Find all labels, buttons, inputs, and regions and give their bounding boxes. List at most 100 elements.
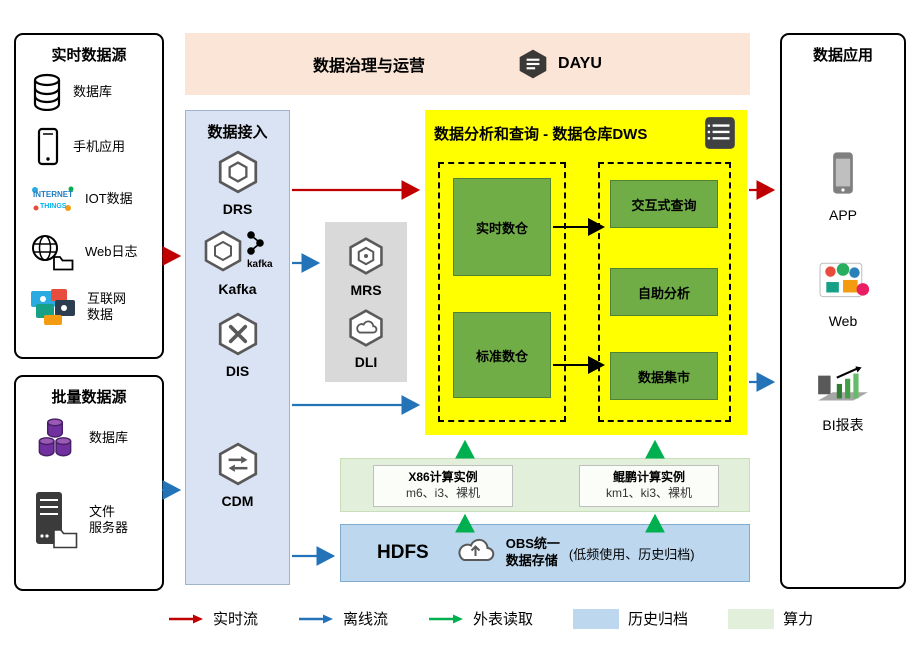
storage-panel: HDFS OBS统一 数据存储 (低频使用、历史归档) (340, 524, 750, 582)
source-label: IOT数据 (85, 190, 133, 206)
hdfs-label: HDFS (377, 542, 429, 563)
service-kafka: kafka Kafka (186, 227, 289, 297)
blue-arrow-icon (299, 614, 334, 623)
red-arrow-icon (169, 614, 203, 623)
kafka-hexagon-icon: kafka (204, 230, 273, 272)
module-label: 自助分析 (637, 285, 690, 301)
cdm-hexagon-icon (218, 442, 257, 486)
phone-icon (37, 127, 59, 166)
app-item-bi: BI报表 (782, 365, 904, 435)
legend-label: 外表读取 (473, 611, 534, 628)
service-label: DIS (225, 363, 250, 379)
module-realtime-dw: 实时数仓 (453, 178, 551, 276)
source-label: 互联网 数据 (87, 290, 127, 322)
source-label: 文件 服务器 (89, 503, 129, 535)
source-label: 数据库 (73, 83, 113, 99)
service-cdm: CDM (186, 441, 289, 509)
legend-item-compute: 算力 (728, 608, 813, 629)
list-item: 互联网 数据 (30, 287, 139, 327)
service-label: CDM (221, 493, 254, 509)
kunpeng-instance-box: 鲲鹏计算实例 km1、ki3、裸机 (579, 465, 719, 507)
governance-bar: 数据治理与运营 DAYU (185, 33, 750, 95)
legend: 实时流 离线流 外表读取 历史归档 算力 (168, 608, 813, 629)
data-ingestion-title: 数据接入 (207, 124, 268, 141)
app-label: BI报表 (822, 417, 864, 433)
module-self-service-analysis: 自助分析 (610, 268, 718, 316)
module-standard-dw: 标准数仓 (453, 312, 551, 398)
list-item: Web日志 (30, 233, 138, 271)
obs-label: OBS统一 数据存储 (505, 536, 560, 568)
legend-item-archive: 历史归档 (573, 608, 688, 629)
service-dli: DLI (325, 308, 407, 370)
green-arrow-icon (429, 614, 464, 623)
module-interactive-query: 交互式查询 (610, 180, 718, 228)
internet-collage-icon (31, 289, 75, 325)
applications-title: 数据应用 (812, 47, 873, 64)
instance-spec: m6、i3、裸机 (405, 486, 480, 500)
service-label: Kafka (218, 281, 257, 297)
app-label: APP (828, 207, 857, 223)
dli-hexagon-icon (349, 309, 383, 347)
service-mrs: MRS (325, 236, 407, 298)
module-label: 交互式查询 (631, 197, 697, 213)
list-item: INTERNET THINGS IOT数据 (30, 181, 133, 217)
realtime-sources-title: 实时数据源 (51, 47, 127, 64)
iot-icon: INTERNET THINGS (32, 186, 74, 211)
svg-text:kafka: kafka (247, 259, 273, 270)
dws-warehouse-panel: 数据分析和查询 - 数据仓库DWS 实时数仓 标准数仓 交互式查询 自助分析 (425, 110, 747, 435)
legend-label: 历史归档 (628, 611, 689, 628)
service-label: DRS (222, 201, 253, 217)
dayu-group: DAYU (517, 48, 602, 80)
list-item: 数据库 (30, 73, 112, 111)
purple-database-icon (38, 418, 72, 457)
module-label: 数据集市 (637, 369, 690, 385)
dayu-icon (519, 49, 547, 79)
governance-title: 数据治理与运营 (313, 58, 426, 75)
app-item-web: Web (782, 257, 904, 329)
compute-panel: X86计算实例 m6、i3、裸机 鲲鹏计算实例 km1、ki3、裸机 (340, 458, 750, 512)
source-label: Web日志 (85, 243, 138, 259)
legend-label: 离线流 (343, 611, 389, 628)
source-label: 手机应用 (73, 138, 126, 154)
processing-panel: MRS DLI (325, 222, 407, 382)
list-item: 数据库 (30, 413, 128, 463)
app-item-app: APP (782, 147, 904, 223)
app-phone-icon (833, 152, 853, 194)
source-label: 数据库 (89, 429, 129, 445)
batch-sources-title: 批量数据源 (51, 389, 127, 406)
realtime-sources-panel: 实时数据源 数据库 手机应用 INT (14, 33, 164, 359)
service-label: MRS (350, 282, 382, 298)
module-label: 实时数仓 (475, 220, 528, 236)
mrs-hexagon-icon (349, 237, 383, 275)
module-data-mart: 数据集市 (610, 352, 718, 400)
database-icon (33, 73, 61, 111)
bi-report-icon (818, 366, 868, 401)
data-ingestion-panel: 数据接入 DRS kafka Kafka (185, 110, 290, 585)
dw-group-box (438, 162, 566, 422)
file-server-icon (36, 492, 78, 549)
storage-note: (低频使用、历史归档) (568, 546, 695, 562)
legend-item-external-read: 外表读取 (428, 608, 533, 629)
instance-name: 鲲鹏计算实例 (612, 470, 685, 485)
service-label: DLI (354, 354, 378, 370)
weblog-icon (32, 235, 74, 271)
applications-panel: 数据应用 APP Web (780, 33, 906, 589)
service-dis: DIS (186, 311, 289, 379)
blue-swatch (573, 608, 620, 629)
green-swatch (728, 608, 775, 629)
obs-cloud-upload-icon (453, 534, 499, 573)
drs-hexagon-icon (218, 150, 257, 194)
svg-text:THINGS: THINGS (40, 203, 67, 210)
list-item: 文件 服务器 (30, 489, 128, 551)
batch-sources-panel: 批量数据源 数据库 (14, 375, 164, 591)
service-drs: DRS (186, 149, 289, 217)
dws-notebook-icon (702, 115, 738, 156)
instance-name: X86计算实例 (408, 470, 478, 485)
instance-spec: km1、ki3、裸机 (605, 486, 692, 500)
x86-instance-box: X86计算实例 m6、i3、裸机 (373, 465, 513, 507)
analysis-group-box (598, 162, 731, 422)
legend-label: 算力 (783, 611, 814, 628)
list-item: 手机应用 (30, 127, 125, 167)
legend-item-offline: 离线流 (298, 608, 388, 629)
